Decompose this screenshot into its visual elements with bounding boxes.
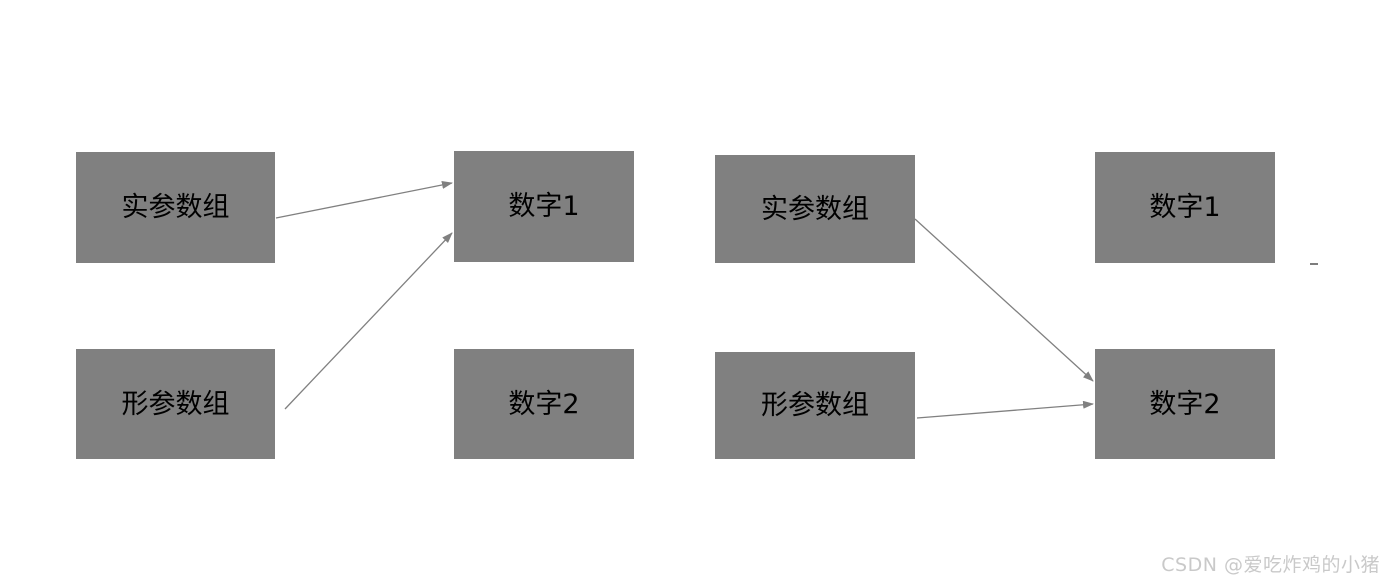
node-left-actual-array[interactable]: 实参数组 <box>76 152 275 263</box>
node-left-number-1[interactable]: 数字1 <box>454 151 634 262</box>
edge-left-edge-actual-to-number1 <box>275 181 453 219</box>
node-right-formal-array[interactable]: 形参数组 <box>715 352 915 459</box>
node-label: 形参数组 <box>761 390 869 421</box>
node-label: 数字2 <box>508 388 580 420</box>
edge-left-edge-formal-to-number1 <box>284 232 453 410</box>
diagram-edges <box>275 181 1094 419</box>
node-left-number-2[interactable]: 数字2 <box>454 349 634 459</box>
node-right-number-2[interactable]: 数字2 <box>1095 349 1275 459</box>
edge-right-edge-actual-to-number2 <box>914 218 1094 382</box>
node-right-number-1[interactable]: 数字1 <box>1095 152 1275 263</box>
node-label: 实参数组 <box>121 192 230 223</box>
node-left-formal-array[interactable]: 形参数组 <box>76 349 275 459</box>
node-label: 数字1 <box>1149 192 1221 223</box>
node-right-actual-array[interactable]: 实参数组 <box>715 155 915 263</box>
node-label: 形参数组 <box>121 388 230 420</box>
node-label: 实参数组 <box>761 193 869 225</box>
stray-dash-mark <box>1310 263 1318 265</box>
edge-right-edge-formal-to-number2 <box>916 400 1094 419</box>
watermark-text: CSDN @爱吃炸鸡的小猪 <box>1161 554 1380 576</box>
node-label: 数字2 <box>1149 388 1221 420</box>
node-label: 数字1 <box>508 191 580 222</box>
